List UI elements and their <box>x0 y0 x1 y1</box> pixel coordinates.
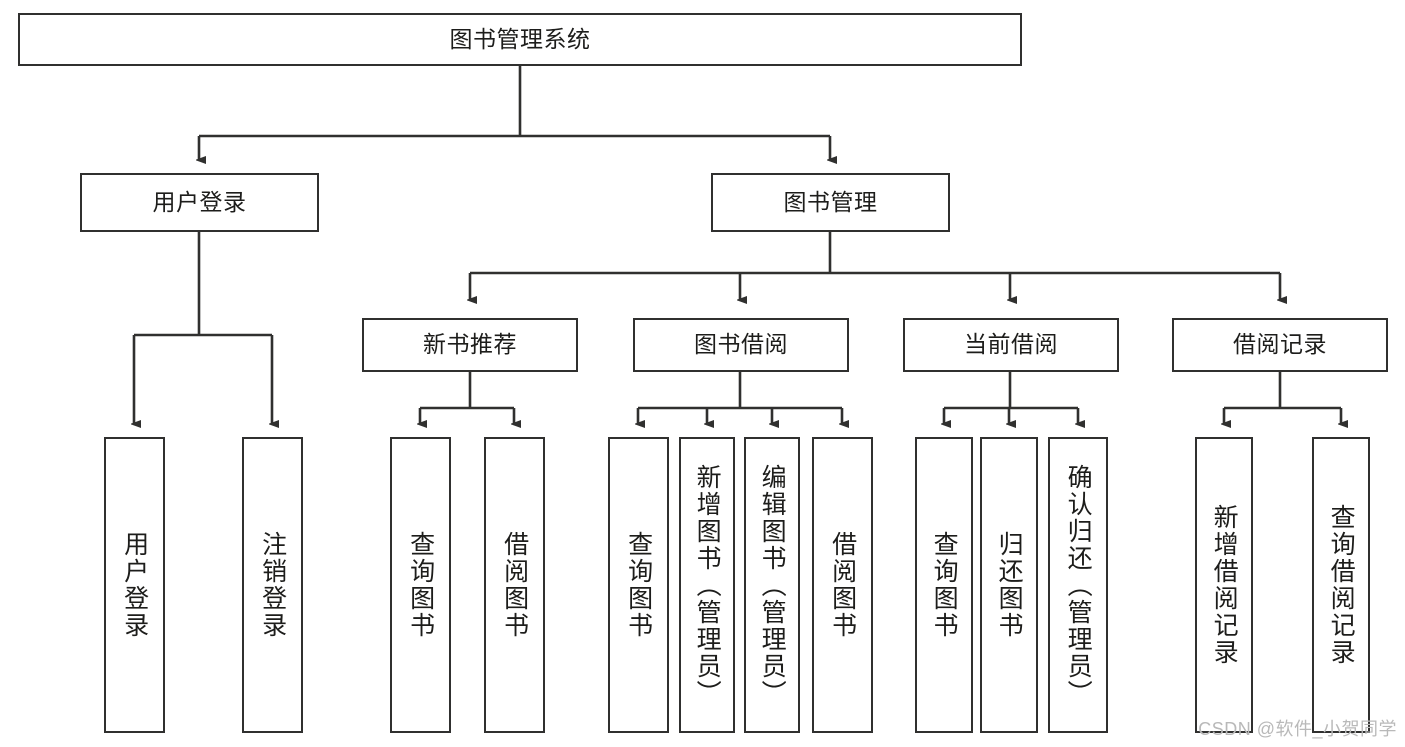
node-label: 查询借阅记录 <box>1327 504 1356 666</box>
node-user-login[interactable]: 用户登录 <box>80 173 319 232</box>
leaf-current-return-book[interactable]: 归还图书 <box>980 437 1038 733</box>
node-root-system[interactable]: 图书管理系统 <box>18 13 1022 66</box>
node-label: 查询图书 <box>624 531 653 639</box>
node-label: 编辑图书（管理员） <box>758 463 787 707</box>
node-current-borrow[interactable]: 当前借阅 <box>903 318 1119 372</box>
node-label: 查询图书 <box>406 531 435 639</box>
node-label: 新书推荐 <box>423 331 517 358</box>
leaf-borrow-edit-book[interactable]: 编辑图书（管理员） <box>744 437 800 733</box>
node-label: 当前借阅 <box>964 331 1058 358</box>
node-label: 图书管理 <box>783 188 878 215</box>
leaf-new-book-borrow[interactable]: 借阅图书 <box>484 437 545 733</box>
csdn-watermark: CSDN @软件_小贺同学 <box>1198 719 1397 739</box>
leaf-user-login-signout[interactable]: 注销登录 <box>242 437 303 733</box>
node-label: 注销登录 <box>258 531 287 639</box>
leaf-current-confirm-return[interactable]: 确认归还（管理员） <box>1048 437 1108 733</box>
node-label: 新增借阅记录 <box>1210 504 1239 666</box>
node-label: 图书管理系统 <box>449 25 591 52</box>
node-label: 借阅图书 <box>500 531 529 639</box>
node-label: 借阅记录 <box>1233 331 1327 358</box>
leaf-current-query-book[interactable]: 查询图书 <box>915 437 973 733</box>
node-label: 确认归还（管理员） <box>1064 463 1093 707</box>
leaf-borrow-lend-book[interactable]: 借阅图书 <box>812 437 873 733</box>
leaf-borrow-query-book[interactable]: 查询图书 <box>608 437 669 733</box>
node-label: 新增图书（管理员） <box>693 463 722 707</box>
node-label: 借阅图书 <box>828 531 857 639</box>
node-borrow-record[interactable]: 借阅记录 <box>1172 318 1388 372</box>
leaf-user-login-signin[interactable]: 用户登录 <box>104 437 165 733</box>
node-label: 用户登录 <box>120 531 149 639</box>
node-label: 用户登录 <box>152 188 247 215</box>
node-label: 图书借阅 <box>694 331 788 358</box>
leaf-record-query[interactable]: 查询借阅记录 <box>1312 437 1370 733</box>
node-label: 归还图书 <box>995 531 1024 639</box>
node-new-book-recommend[interactable]: 新书推荐 <box>362 318 578 372</box>
leaf-borrow-add-book[interactable]: 新增图书（管理员） <box>679 437 735 733</box>
leaf-record-add[interactable]: 新增借阅记录 <box>1195 437 1253 733</box>
leaf-new-book-query[interactable]: 查询图书 <box>390 437 451 733</box>
node-book-management[interactable]: 图书管理 <box>711 173 950 232</box>
node-label: 查询图书 <box>930 531 959 639</box>
node-book-borrow[interactable]: 图书借阅 <box>633 318 849 372</box>
